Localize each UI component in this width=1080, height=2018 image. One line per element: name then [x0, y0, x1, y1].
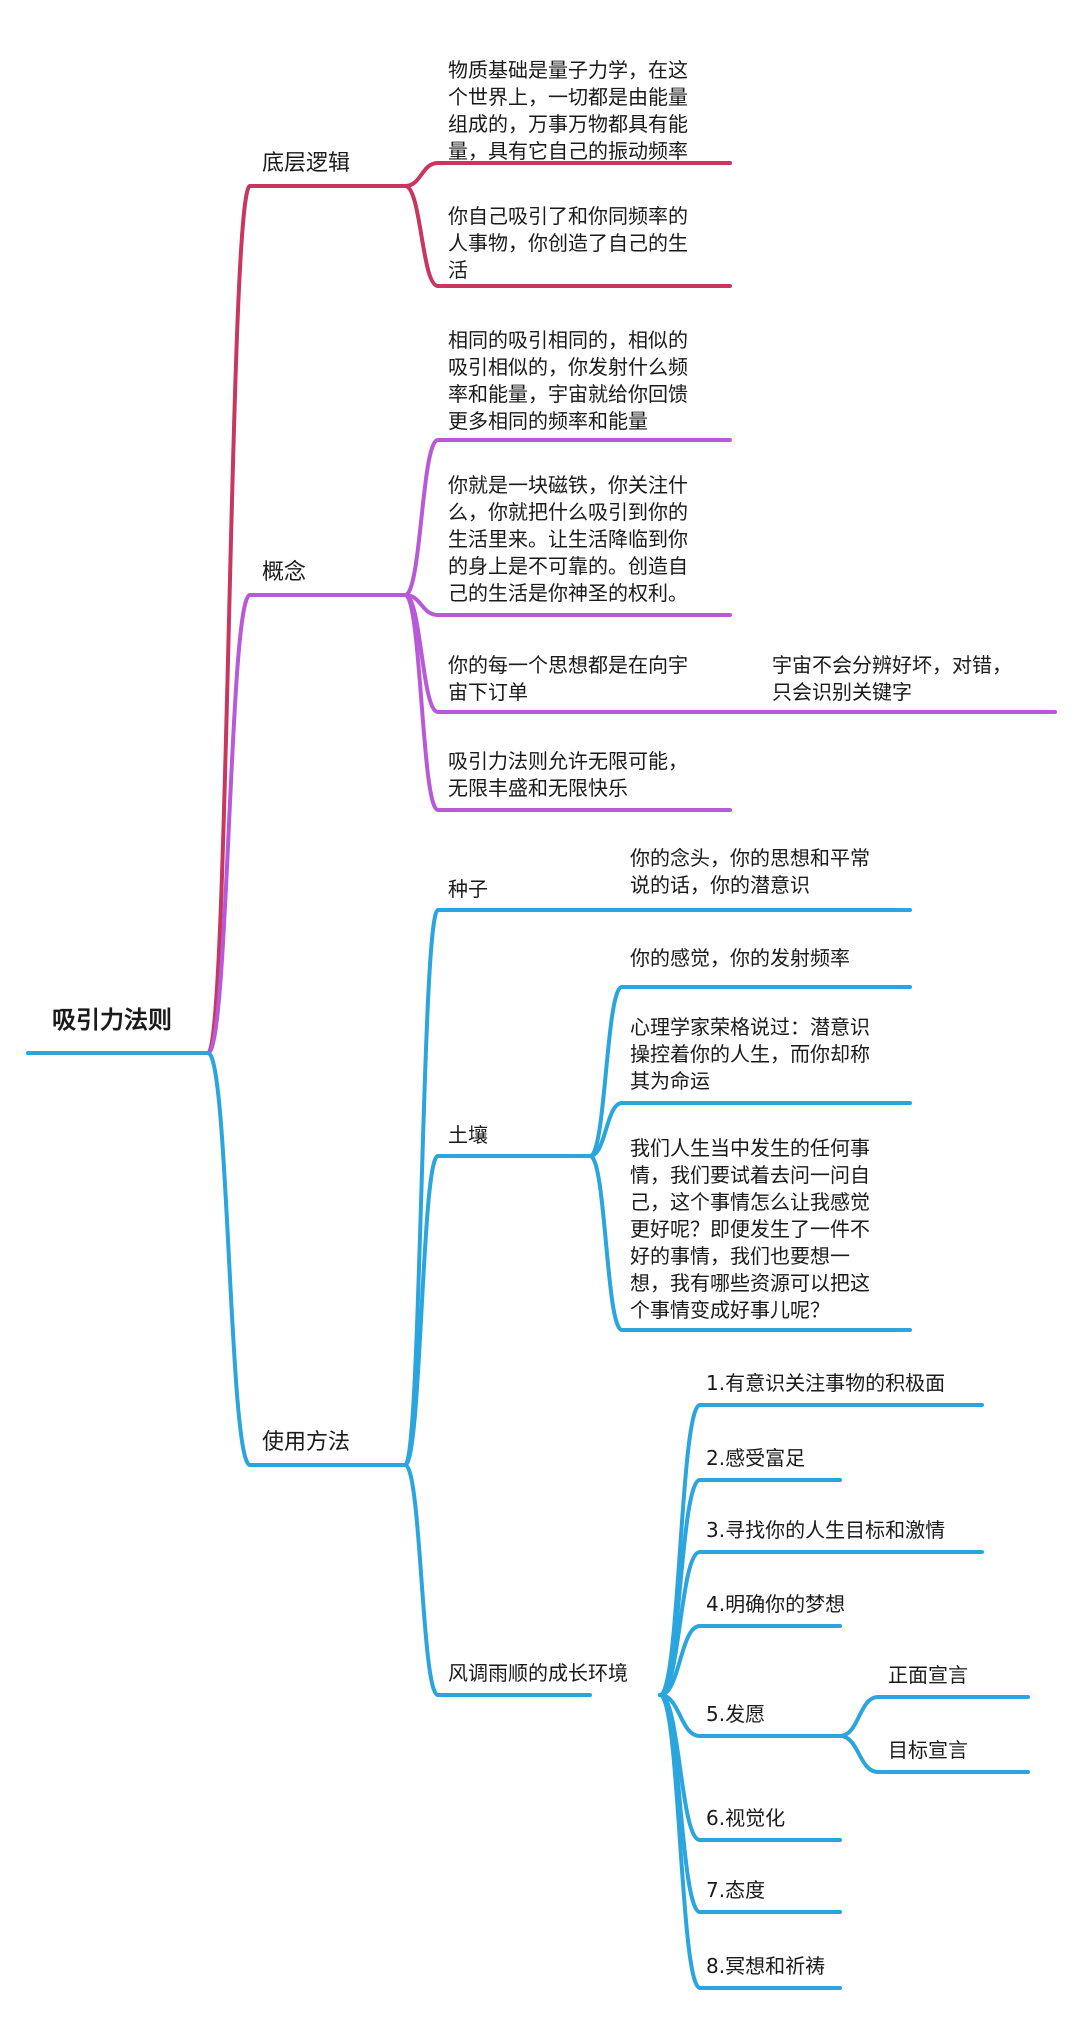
- seed-note-0-line: 说的话，你的潜意识: [630, 873, 810, 897]
- branch-concept-edge: [206, 593, 252, 1055]
- soil-note-0: 你的感觉，你的发射频率: [630, 945, 850, 972]
- soil-note-1-line: 心理学家荣格说过：潜意识: [630, 1015, 870, 1039]
- branch-base-logic-label: 底层逻辑: [262, 151, 351, 176]
- concept-note-0-line: 更多相同的频率和能量: [448, 409, 648, 433]
- concept-note-3: 吸引力法则允许无限可能， 无限丰盛和无限快乐: [448, 748, 688, 802]
- soil-note-edge-1: [588, 1101, 624, 1158]
- base-note-1-line: 活: [448, 258, 468, 282]
- base-note-1: 你自己吸引了和你同频率的人事物，你创造了自己的生活: [448, 203, 688, 284]
- soil-note-edge-2: [588, 1154, 624, 1332]
- seed-note-0-line: 你的念头，你的思想和平常: [630, 846, 870, 870]
- concept-note-3-line: 吸引力法则允许无限可能，: [448, 749, 688, 773]
- order-note: 宇宙不会分辨好坏，对错， 只会识别关键字: [772, 652, 1012, 706]
- base-note-edge-1: [403, 184, 440, 288]
- concept-note-1-line: 你就是一块磁铁，你关注什: [448, 473, 688, 497]
- base-note-0-line: 物质基础是量子力学，在这: [448, 58, 688, 82]
- env-item-edge-7: [658, 1693, 702, 1990]
- concept-note-0-line: 吸引相似的，你发射什么频: [448, 355, 688, 379]
- concept-note-0-line: 率和能量，宇宙就给你回馈: [448, 382, 688, 406]
- concept-note-edge-0: [403, 438, 440, 597]
- base-note-0-line: 组成的，万事万物都具有能: [448, 112, 688, 136]
- soil-note-2-line: 想，我有哪些资源可以把这: [630, 1271, 870, 1295]
- usage-soil-label: 土壤: [448, 1123, 488, 1147]
- concept-note-0: 相同的吸引相同的，相似的吸引相似的，你发射什么频率和能量，宇宙就给你回馈更多相同…: [448, 327, 688, 435]
- concept-note-1-line: 么，你就把什么吸引到你的: [448, 500, 688, 524]
- env-item-6: 7.态度: [706, 1878, 766, 1902]
- concept-note-1: 你就是一块磁铁，你关注什么，你就把什么吸引到你的生活里来。让生活降临到你的身上是…: [448, 472, 688, 607]
- base-note-1-line: 人事物，你创造了自己的生: [448, 231, 688, 255]
- usage-soil-edge: [403, 1154, 440, 1467]
- base-note-edge-0: [403, 161, 440, 188]
- usage-env-label: 风调雨顺的成长环境: [448, 1661, 628, 1685]
- env-item-5: 6.视觉化: [706, 1806, 786, 1830]
- base-note-0-line: 量，具有它自己的振动频率: [448, 139, 688, 163]
- env-item-4: 5.发愿: [706, 1702, 766, 1726]
- env-item-1: 2.感受富足: [706, 1446, 806, 1470]
- env-item-edge-3: [658, 1624, 702, 1697]
- soil-note-1-line: 操控着你的人生，而你却称: [630, 1042, 870, 1066]
- root-title: 吸引力法则: [52, 1006, 172, 1034]
- branch-base-logic-edge: [206, 184, 252, 1055]
- order-note-line: 宇宙不会分辨好坏，对错，: [772, 653, 1012, 677]
- usage-env-edge: [403, 1463, 440, 1697]
- branch-concept-label: 概念: [262, 560, 307, 585]
- soil-note-2-line: 更好呢？即便发生了一件不: [630, 1217, 870, 1241]
- concept-note-2-line: 宙下订单: [448, 680, 528, 704]
- concept-note-1-line: 生活里来。让生活降临到你: [448, 527, 688, 551]
- soil-note-2-line: 我们人生当中发生的任何事: [630, 1136, 870, 1160]
- soil-note-2-line: 己，这个事情怎么让我感觉: [630, 1190, 870, 1214]
- soil-note-0-line: 你的感觉，你的发射频率: [630, 946, 850, 970]
- soil-note-1-line: 其为命运: [630, 1069, 710, 1093]
- concept-note-2: 你的每一个思想都是在向宇宙下订单: [448, 652, 688, 706]
- env-item-7: 8.冥想和祈祷: [706, 1954, 826, 1978]
- base-note-0-line: 个世界上，一切都是由能量: [448, 85, 688, 109]
- env-item-edge-6: [658, 1693, 702, 1914]
- seed-note-0: 你的念头，你的思想和平常说的话，你的潜意识: [630, 845, 870, 899]
- concept-note-1-line: 己的生活是你神圣的权利。: [448, 581, 688, 605]
- concept-note-1-line: 的身上是不可靠的。创造自: [448, 554, 688, 578]
- base-note-1-line: 你自己吸引了和你同频率的: [448, 204, 688, 228]
- soil-note-2: 我们人生当中发生的任何事情，我们要试着去问一问自己，这个事情怎么让我感觉更好呢？…: [630, 1135, 870, 1324]
- env-item-edge-0: [658, 1403, 702, 1697]
- concept-note-2-line: 你的每一个思想都是在向宇: [448, 653, 688, 677]
- vow-edge-1: [838, 1734, 880, 1774]
- concept-note-3-line: 无限丰盛和无限快乐: [448, 776, 628, 800]
- soil-note-2-line: 个事情变成好事儿呢？: [630, 1298, 830, 1322]
- vow-item-0: 正面宣言: [888, 1663, 968, 1687]
- soil-note-edge-0: [588, 985, 624, 1158]
- soil-note-2-line: 好的事情，我们也要想一: [630, 1244, 850, 1268]
- order-note-line: 只会识别关键字: [772, 680, 912, 704]
- env-item-3: 4.明确你的梦想: [706, 1592, 846, 1616]
- usage-seed-edge: [403, 908, 440, 1467]
- env-item-2: 3.寻找你的人生目标和激情: [706, 1518, 946, 1542]
- soil-note-2-line: 情，我们要试着去问一问自: [630, 1163, 870, 1187]
- concept-note-edge-3: [403, 593, 440, 812]
- branch-usage-label: 使用方法: [262, 1430, 351, 1455]
- branch-usage-edge: [206, 1051, 252, 1467]
- vow-edge-0: [838, 1695, 880, 1738]
- env-item-0: 1.有意识关注事物的积极面: [706, 1371, 946, 1395]
- soil-note-1: 心理学家荣格说过：潜意识操控着你的人生，而你却称其为命运: [630, 1014, 870, 1095]
- vow-item-1: 目标宣言: [888, 1738, 968, 1762]
- base-note-0: 物质基础是量子力学，在这个世界上，一切都是由能量组成的，万事万物都具有能量，具有…: [448, 57, 688, 165]
- usage-seed-label: 种子: [448, 877, 488, 901]
- env-item-edge-2: [658, 1550, 702, 1697]
- concept-note-0-line: 相同的吸引相同的，相似的: [448, 328, 688, 352]
